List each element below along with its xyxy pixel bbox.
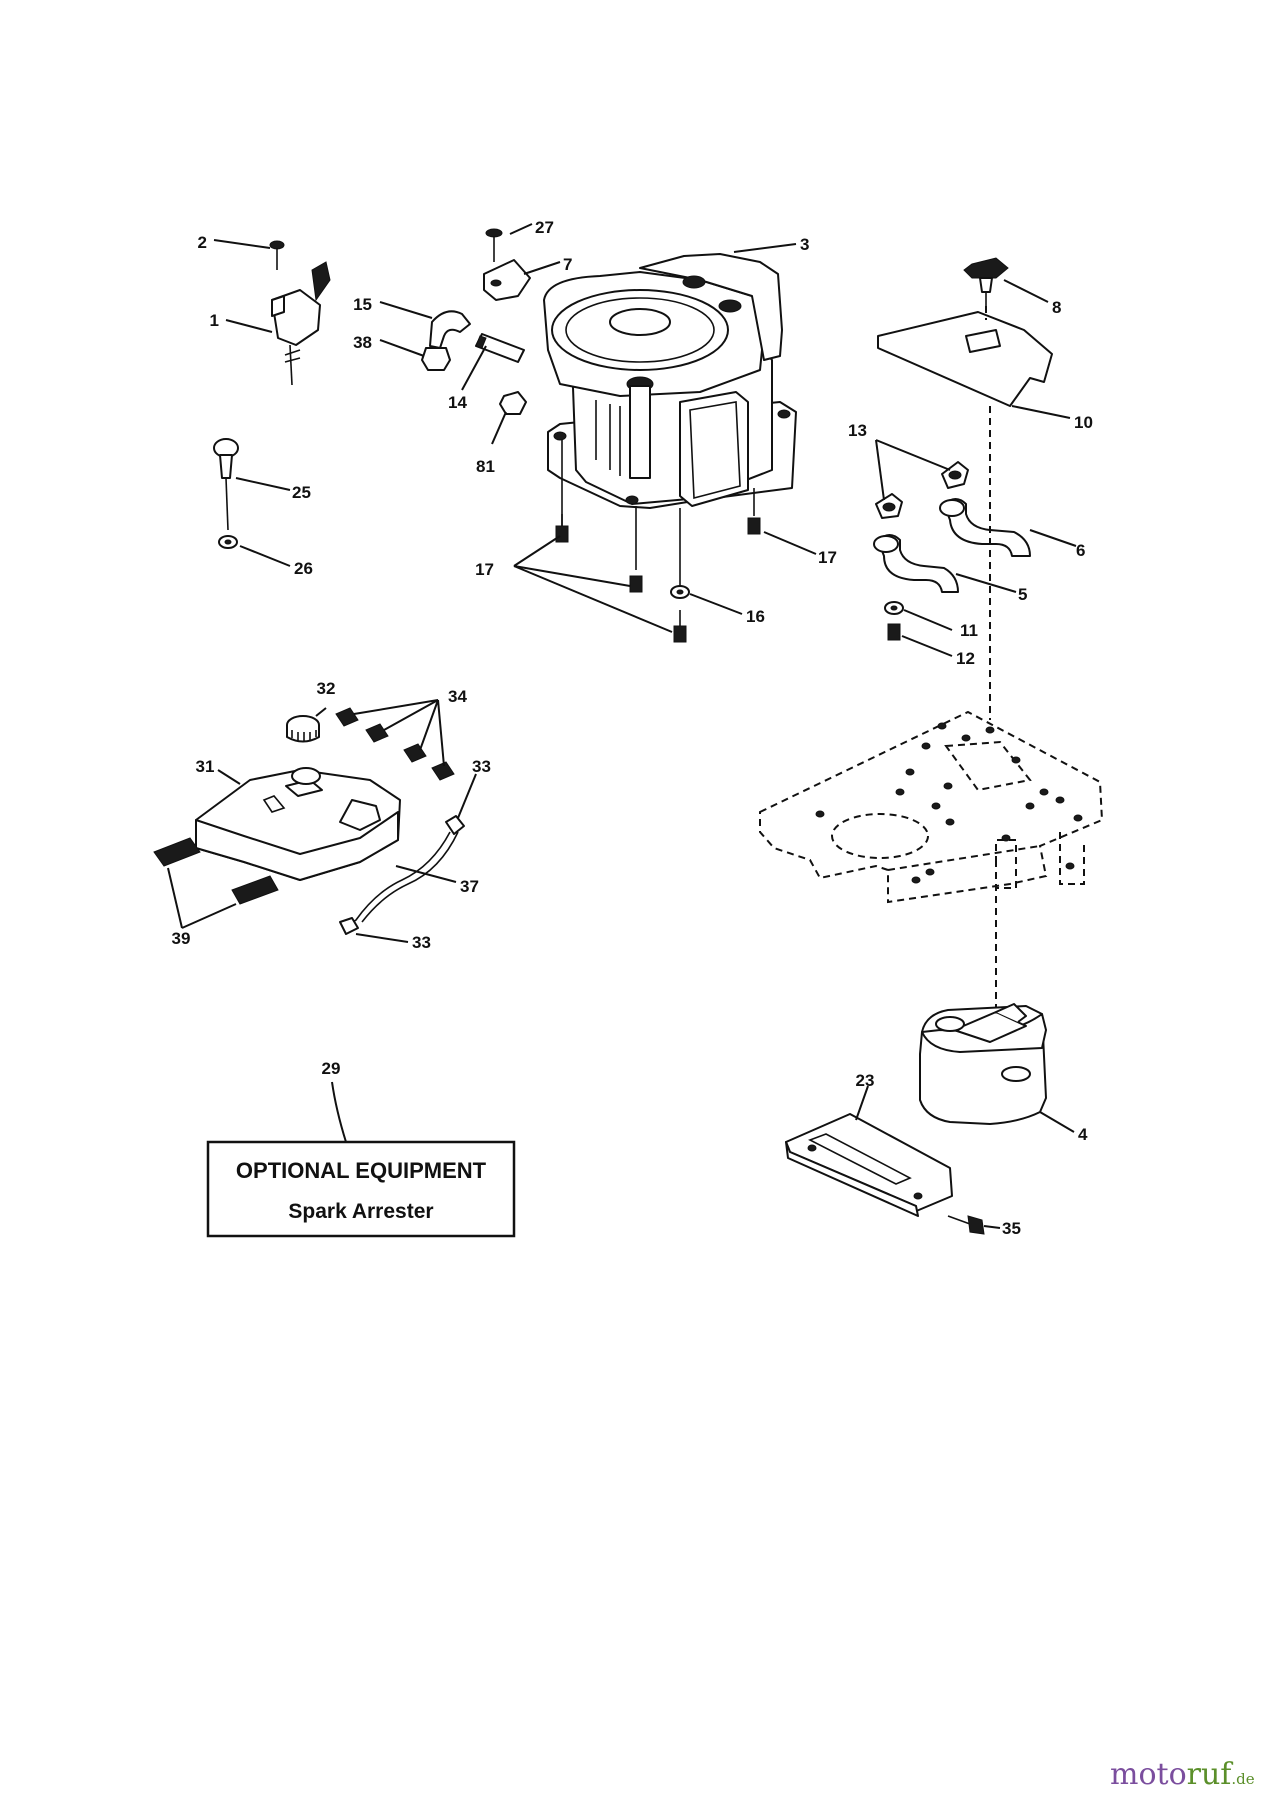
callout-5: 5 — [1018, 585, 1027, 604]
callout-33-bottom: 33 — [412, 933, 431, 952]
pad-34-d — [431, 761, 455, 781]
clamp-33-top — [445, 815, 465, 835]
callout-23: 23 — [856, 1071, 875, 1090]
callout-37: 37 — [460, 877, 479, 896]
callout-12: 12 — [956, 649, 975, 668]
pad-39-b — [231, 875, 279, 905]
callout-34: 34 — [448, 687, 467, 706]
callout-3: 3 — [800, 235, 809, 254]
pad-34-b — [365, 723, 389, 743]
cover-31-part — [195, 767, 401, 881]
callout-17-left: 17 — [475, 560, 494, 579]
washer-16-part — [670, 585, 690, 599]
muffler-guard-23-part — [785, 1113, 953, 1217]
bolt-17-b — [629, 575, 643, 593]
bolt-17-d — [747, 517, 761, 535]
screw-27-part — [485, 228, 503, 262]
gasket-13-a — [941, 461, 969, 489]
bolt-17-a — [555, 514, 569, 543]
pad-39-a — [153, 837, 201, 867]
knob-8-part — [963, 257, 1009, 306]
callout-8: 8 — [1052, 298, 1061, 317]
callout-25: 25 — [292, 483, 311, 502]
muffler-4-part — [919, 1003, 1047, 1125]
fuel-hose-14-part — [475, 333, 525, 363]
optional-equipment-title: OPTIONAL EQUIPMENT — [236, 1158, 487, 1183]
gasket-13-b — [875, 493, 903, 519]
throttle-control-part — [271, 261, 331, 386]
clamp-33-bottom — [339, 917, 359, 935]
optional-equipment-subtitle: Spark Arrester — [288, 1200, 433, 1223]
callout-32: 32 — [317, 679, 336, 698]
engine-3-part — [543, 253, 797, 509]
heat-shield-10-part — [877, 311, 1053, 407]
callout-38: 38 — [353, 333, 372, 352]
callout-7: 7 — [563, 255, 572, 274]
callout-4: 4 — [1078, 1125, 1088, 1144]
clip-7-part — [483, 259, 531, 301]
watermark-part1: moto — [1110, 1757, 1187, 1792]
nut-81-part — [499, 391, 527, 415]
pad-34-c — [403, 743, 427, 763]
bolt-17-c — [673, 610, 687, 643]
optional-equipment-box — [206, 1140, 516, 1238]
callout-1: 1 — [210, 311, 219, 330]
callout-13: 13 — [848, 421, 867, 440]
callout-10: 10 — [1074, 413, 1093, 432]
cap-32-part — [286, 715, 320, 743]
callout-81: 81 — [476, 457, 495, 476]
callout-33-top: 33 — [472, 757, 491, 776]
callout-35: 35 — [1002, 1219, 1021, 1238]
washer-26-part — [218, 535, 238, 549]
exhaust-pipe-6-part — [939, 498, 1031, 557]
callout-6: 6 — [1076, 541, 1085, 560]
washer-11-part — [884, 601, 904, 615]
callout-17-right: 17 — [818, 548, 837, 567]
pad-34-a — [335, 707, 359, 727]
callout-2: 2 — [198, 233, 207, 252]
exhaust-pipe-5-part — [873, 534, 959, 593]
bolt-35-part — [947, 1215, 985, 1235]
tractor-frame-part — [759, 710, 1104, 904]
callout-27: 27 — [535, 218, 554, 237]
callout-29: 29 — [322, 1059, 341, 1078]
elbow-fitting-15-part — [429, 310, 471, 349]
watermark-suffix: .de — [1231, 1770, 1254, 1788]
callout-14: 14 — [448, 393, 467, 412]
frame-holes — [815, 722, 1083, 884]
choke-knob-part — [213, 438, 239, 531]
callout-11: 11 — [960, 621, 978, 640]
callout-26: 26 — [294, 559, 313, 578]
nut-38-part — [421, 347, 451, 371]
callout-15: 15 — [353, 295, 372, 314]
screw-2-part — [269, 240, 285, 270]
bolt-12-part — [887, 623, 901, 641]
callout-39: 39 — [172, 929, 191, 948]
tube-37-part — [349, 831, 459, 925]
watermark-logo: motoruf.de — [1110, 1757, 1255, 1792]
watermark-part2: ruf — [1187, 1757, 1234, 1792]
callout-31: 31 — [196, 757, 215, 776]
callout-16: 16 — [746, 607, 765, 626]
